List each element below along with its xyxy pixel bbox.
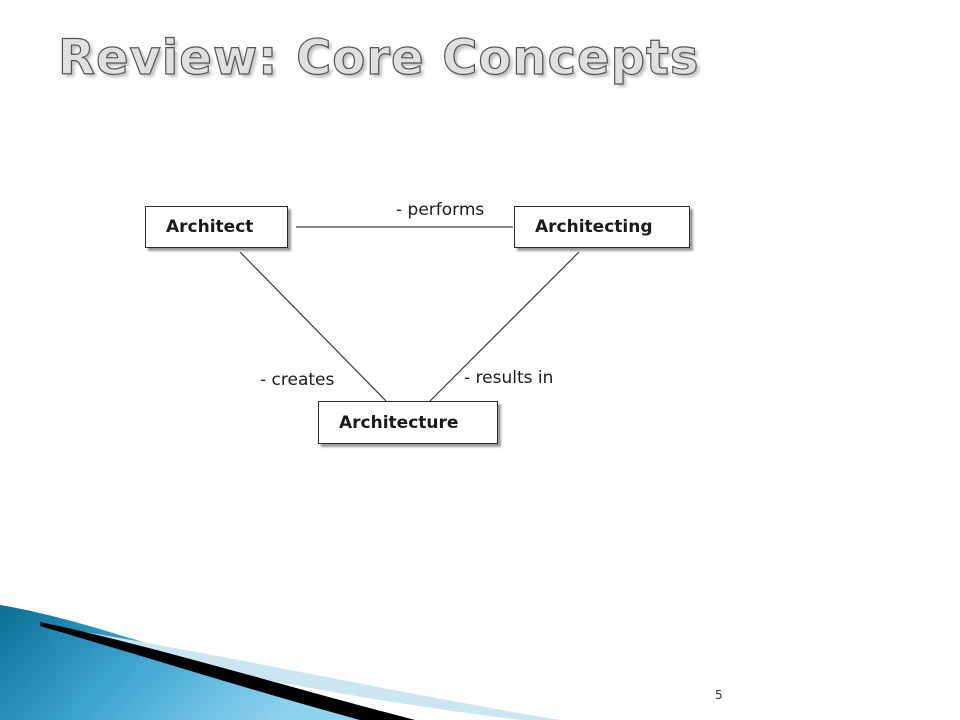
edge-results-in-line bbox=[429, 251, 580, 402]
node-architect: Architect bbox=[145, 206, 288, 248]
edge-label-creates: - creates bbox=[260, 370, 335, 390]
edge-label-performs: - performs bbox=[396, 200, 485, 220]
slide-title: Review: Core Concepts bbox=[57, 29, 700, 86]
node-architecting: Architecting bbox=[514, 206, 690, 248]
edge-label-results-in: - results in bbox=[464, 368, 554, 388]
swoosh-light-band bbox=[60, 628, 560, 720]
edge-creates-line bbox=[239, 251, 387, 402]
swoosh-dark-band bbox=[40, 622, 415, 720]
page-number: 5 bbox=[715, 688, 723, 702]
node-architecture: Architecture bbox=[318, 401, 498, 444]
